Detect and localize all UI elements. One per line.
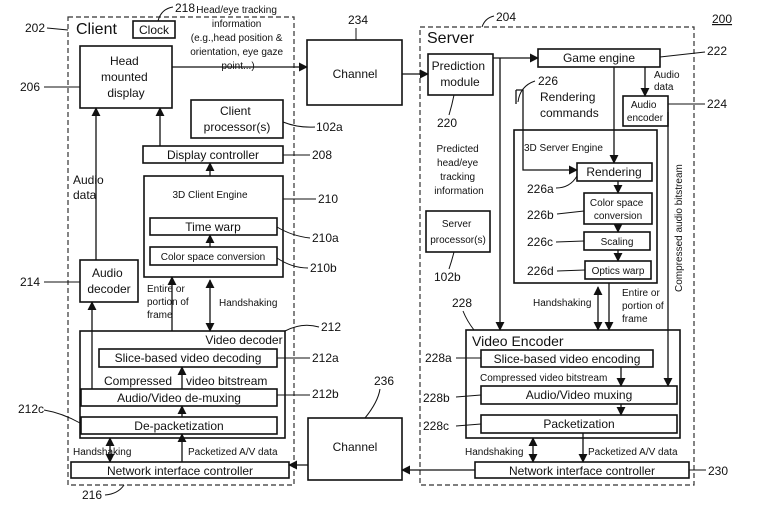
server-processor-box (425, 210, 491, 253)
hmd-label: Head mounted display (101, 54, 151, 100)
server-handshaking-label: Handshaking (533, 298, 591, 309)
client-compressed-left: Compressed (104, 374, 172, 388)
packetization-ref: 228c (423, 419, 449, 433)
rendering-commands-ref: 226 (538, 74, 558, 88)
clock-ref: 218 (175, 1, 195, 15)
optics-warp-label: Optics warp (592, 266, 645, 277)
server-frame-note: Entire or portion of frame (622, 288, 666, 325)
audio-decoder-box (79, 259, 139, 303)
server-engine-title: 3D Server Engine (524, 143, 603, 154)
slice-decoding-ref: 212a (312, 351, 339, 365)
server-nic-label: Network interface controller (509, 464, 655, 478)
slice-decoding-label: Slice-based video decoding (115, 351, 262, 365)
client-bottom-handshaking: Handshaking (73, 447, 131, 458)
client-frame-note: Entire or portion of frame (147, 284, 191, 321)
video-decoder-ref: 212 (321, 320, 341, 334)
server-container (419, 26, 695, 486)
packetization-label: Packetization (543, 417, 614, 431)
channel-bottom-label: Channel (333, 440, 378, 454)
server-color-space-label: Color space conversion (590, 198, 646, 222)
client-processor-label: Client processor(s) (204, 104, 271, 134)
client-processor-ref: 102a (316, 120, 343, 134)
prediction-module-label: Prediction module (432, 59, 489, 89)
scaling-ref: 226c (527, 235, 553, 249)
predicted-info-label: Predicted head/eye tracking information (434, 144, 483, 197)
client-engine-title: 3D Client Engine (172, 190, 247, 201)
rendering-ref: 226a (527, 182, 554, 196)
audio-encoder-box (622, 95, 669, 127)
server-audio-data-label: Audio data (654, 70, 682, 93)
channel-top-label: Channel (333, 67, 378, 81)
server-nic-ref: 230 (708, 464, 728, 478)
depacketization-label: De-packetization (134, 419, 223, 433)
client-handshaking-label: Handshaking (219, 298, 277, 309)
game-engine-label: Game engine (563, 51, 635, 65)
client-color-space-ref: 210b (310, 261, 337, 275)
server-container-ref: 204 (496, 10, 516, 24)
client-audio-data-label: Audio data (73, 173, 107, 202)
clock-box (132, 20, 176, 39)
server-color-space-ref: 226b (527, 208, 554, 222)
client-packetized-label: Packetized A/V data (188, 447, 278, 458)
depacketization-ref: 212c (18, 402, 44, 416)
channel-top-ref: 234 (348, 13, 368, 27)
audio-decoder-label: Audio decoder (87, 266, 130, 296)
client-processor-box (190, 99, 284, 139)
prediction-module-box (427, 53, 494, 96)
demux-ref: 212b (312, 387, 339, 401)
rendering-commands-label: Rendering commands (540, 90, 599, 120)
display-controller-ref: 208 (312, 148, 332, 162)
clock-label: Clock (139, 23, 170, 37)
tracking-info-label: Head/eye tracking information (e.g.,head… (190, 5, 286, 72)
muxing-label: Audio/Video muxing (526, 388, 633, 402)
prediction-to-rendering-arrow (515, 89, 577, 170)
slice-encoding-label: Slice-based video encoding (494, 352, 641, 366)
optics-warp-ref: 226d (527, 264, 554, 278)
client-engine-ref: 210 (318, 192, 338, 206)
server-title: Server (427, 30, 475, 47)
client-title: Client (76, 21, 117, 38)
time-warp-label: Time warp (185, 220, 241, 234)
client-compressed-right: video bitstream (186, 374, 267, 388)
client-container-ref: 202 (25, 21, 45, 35)
figure-number: 200 (712, 12, 732, 26)
slice-encoding-ref: 228a (425, 351, 452, 365)
video-encoder-ref: 228 (452, 296, 472, 310)
prediction-module-ref: 220 (437, 116, 457, 130)
channel-bottom-ref: 236 (374, 374, 394, 388)
audio-decoder-ref: 214 (20, 275, 40, 289)
client-nic-label: Network interface controller (107, 464, 253, 478)
client-nic-box (70, 461, 290, 479)
server-processor-label: Server processor(s) (430, 219, 486, 246)
server-processor-ref: 102b (434, 270, 461, 284)
demux-label: Audio/Video de-muxing (117, 391, 241, 405)
hmd-box (79, 45, 173, 109)
time-warp-ref: 210a (312, 231, 339, 245)
compressed-audio-label: Compressed audio bitstream (674, 164, 685, 292)
client-container (67, 16, 295, 486)
hmd-ref: 206 (20, 80, 40, 94)
client-color-space-label: Color space conversion (161, 252, 266, 263)
server-compressed-video: Compressed video bitstream (480, 373, 607, 384)
game-engine-ref: 222 (707, 44, 727, 58)
client-nic-ref: 216 (82, 488, 102, 502)
display-controller-label: Display controller (167, 148, 259, 162)
rendering-label: Rendering (586, 165, 641, 179)
channel-top-box (306, 39, 403, 106)
muxing-ref: 228b (423, 391, 450, 405)
client-color-space-box (149, 246, 278, 266)
channel-bottom-box (307, 417, 403, 481)
video-decoder-title: Video decoder (205, 333, 282, 347)
server-bottom-handshaking: Handshaking (465, 447, 523, 458)
audio-encoder-ref: 224 (707, 97, 727, 111)
video-encoder-title: Video Encoder (472, 333, 564, 349)
server-packetized-label: Packetized A/V data (588, 447, 678, 458)
audio-encoder-label: Audio encoder (627, 100, 664, 124)
scaling-label: Scaling (601, 237, 634, 248)
